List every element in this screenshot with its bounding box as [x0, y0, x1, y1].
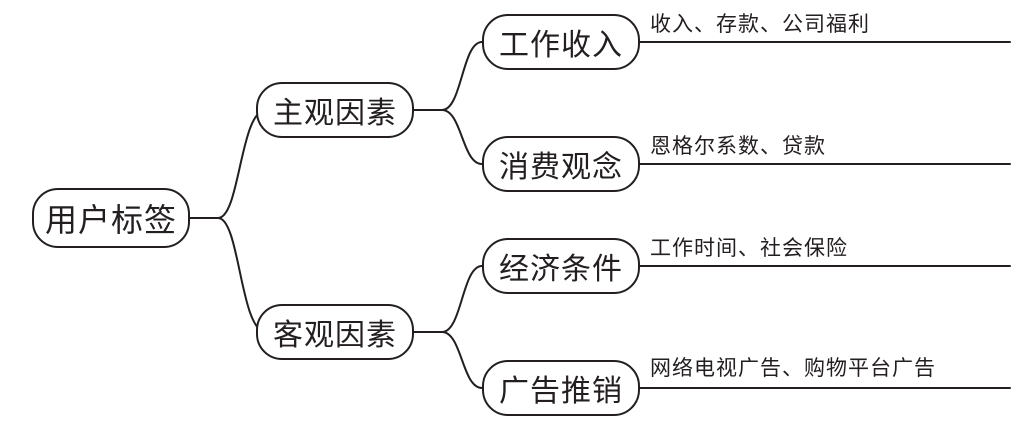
root-label: 用户标签 — [44, 201, 177, 239]
branch-node-subjective: 主观因素 — [256, 82, 414, 138]
branch-label: 客观因素 — [273, 318, 397, 353]
root-node: 用户标签 — [32, 188, 190, 248]
connector-root-branch-subjective — [189, 109, 267, 219]
subnode-label: 经济条件 — [499, 252, 623, 287]
leaf-text-work-income: 收入、存款、公司福利 — [650, 12, 870, 36]
subnode-economic: 经济条件 — [482, 238, 640, 294]
subnode-consumption: 消费观念 — [482, 136, 640, 192]
leaf-text-consumption: 恩格尔系数、贷款 — [650, 134, 826, 158]
branch-node-objective: 客观因素 — [256, 304, 414, 360]
connector-root-branch-objective — [217, 217, 267, 333]
connector-subjective-consumption — [441, 109, 483, 165]
subnode-label: 广告推销 — [499, 374, 623, 409]
connector-objective-economic — [411, 265, 483, 333]
branch-label: 主观因素 — [273, 96, 397, 131]
leaf-text-economic: 工作时间、社会保险 — [650, 236, 848, 260]
subnode-label: 消费观念 — [499, 150, 623, 185]
subnode-label: 工作收入 — [499, 28, 623, 63]
connector-subjective-work-income — [411, 41, 483, 111]
subnode-advertising: 广告推销 — [482, 360, 640, 416]
leaf-text-advertising: 网络电视广告、购物平台广告 — [650, 356, 936, 380]
subnode-work-income: 工作收入 — [482, 14, 640, 70]
connector-objective-advertising — [441, 331, 483, 389]
